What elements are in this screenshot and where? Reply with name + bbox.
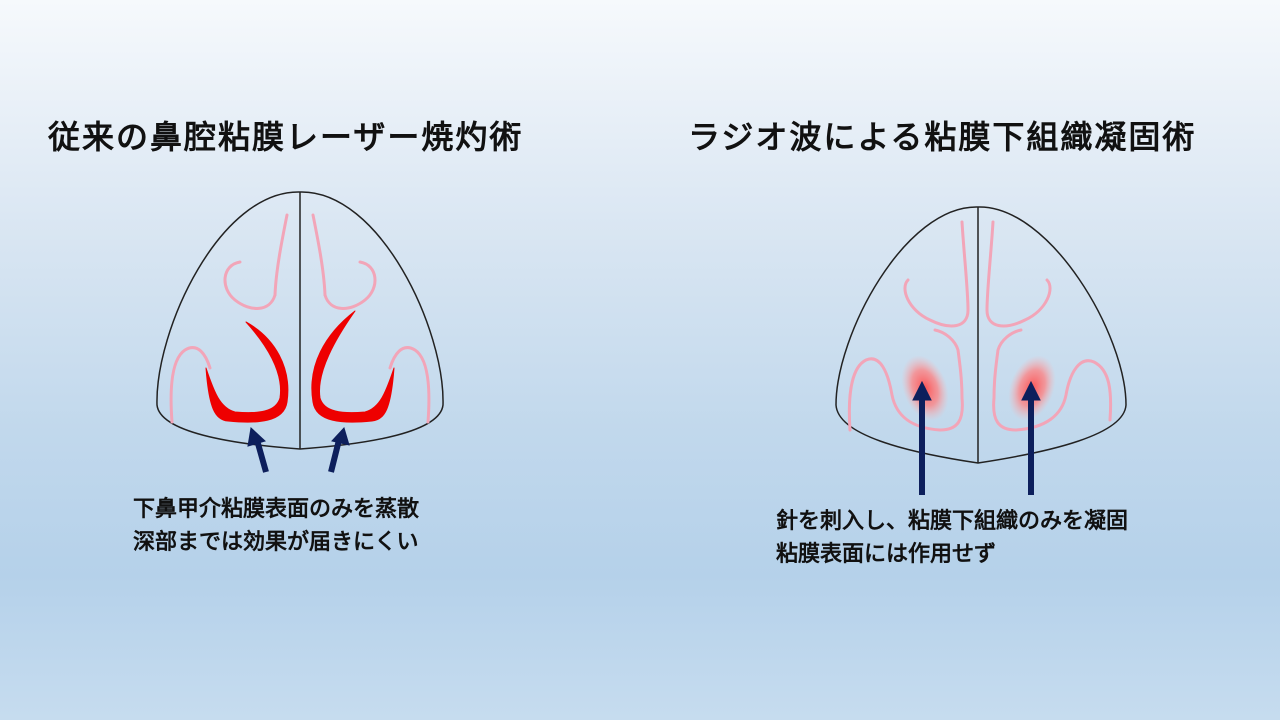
needle-arrows	[912, 380, 1041, 495]
burned-surface	[205, 310, 395, 423]
mucosa-outline	[169, 213, 431, 424]
laser-nose-diagram	[156, 191, 444, 473]
rf-title: ラジオ波による粘膜下組織凝固術	[688, 118, 1197, 156]
rf-caption-line2: 粘膜表面には作用せず	[776, 542, 997, 567]
rf-nose-diagram	[835, 206, 1127, 495]
laser-caption-line1: 下鼻甲介粘膜表面のみを蒸散	[133, 497, 420, 522]
mucosa-outline	[847, 220, 1113, 432]
laser-caption-line2: 深部までは効果が届きにくい	[133, 530, 419, 555]
nose-outline	[835, 206, 1127, 464]
rf-caption: 針を刺入し、粘膜下組織のみを凝固 粘膜表面には作用せず	[776, 505, 1128, 571]
laser-title: 従来の鼻腔粘膜レーザー焼灼術	[48, 118, 524, 156]
laser-caption: 下鼻甲介粘膜表面のみを蒸散 深部までは効果が届きにくい	[133, 493, 419, 559]
rf-caption-line1: 針を刺入し、粘膜下組織のみを凝固	[776, 509, 1129, 534]
laser-arrows	[247, 427, 350, 473]
